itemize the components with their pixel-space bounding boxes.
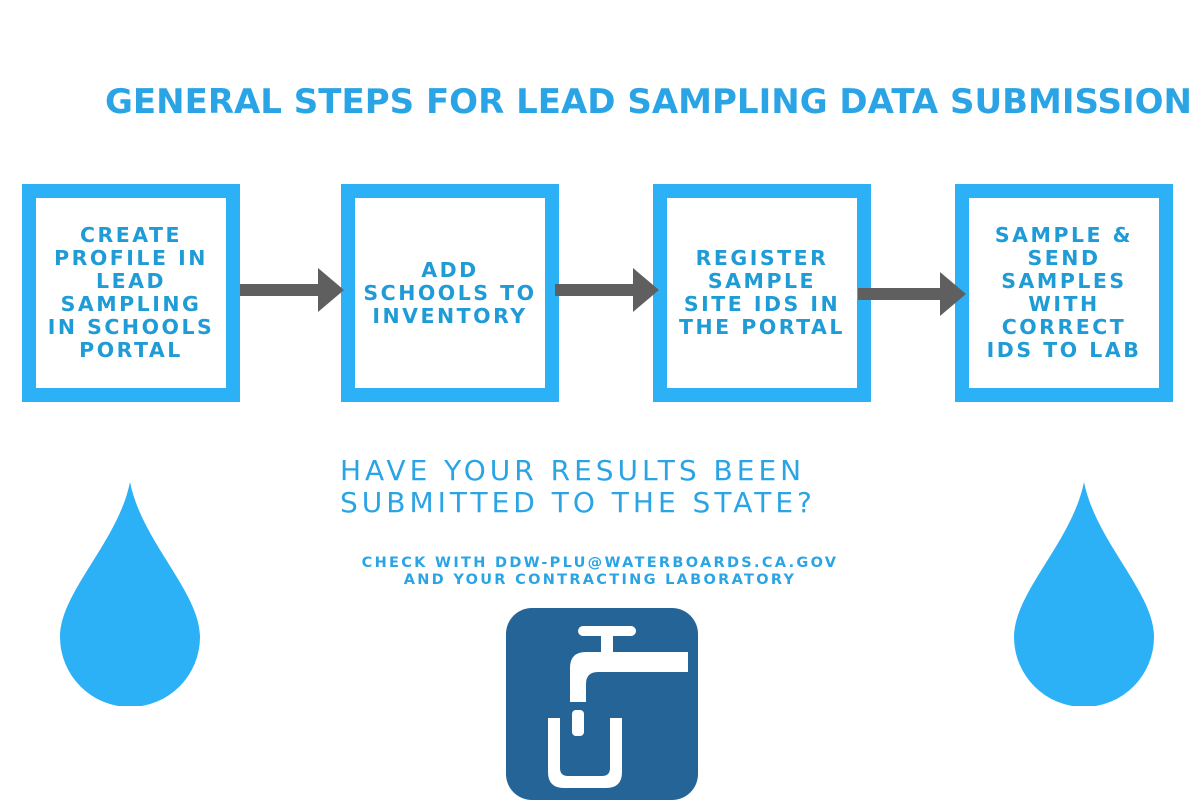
step-label: CREATE PROFILE IN LEAD SAMPLING IN SCHOO… xyxy=(47,223,215,362)
step-box-create-profile: CREATE PROFILE IN LEAD SAMPLING IN SCHOO… xyxy=(22,184,240,402)
page-title: GENERAL STEPS FOR LEAD SAMPLING DATA SUB… xyxy=(105,82,1192,122)
step-box-register-ids: REGISTER SAMPLE SITE IDS IN THE PORTAL xyxy=(653,184,871,402)
water-drop-icon xyxy=(1014,482,1154,706)
step-label: ADD SCHOOLS TO INVENTORY xyxy=(363,257,537,328)
step-label: SAMPLE & SEND SAMPLES WITH CORRECT IDS T… xyxy=(986,223,1142,362)
step-label: REGISTER SAMPLE SITE IDS IN THE PORTAL xyxy=(679,246,845,339)
step-box-sample-send: SAMPLE & SEND SAMPLES WITH CORRECT IDS T… xyxy=(955,184,1173,402)
step-box-add-schools: ADD SCHOOLS TO INVENTORY xyxy=(341,184,559,402)
results-question: HAVE YOUR RESULTS BEEN SUBMITTED TO THE … xyxy=(340,454,816,519)
contact-info: CHECK WITH DDW-PLU@WATERBOARDS.CA.GOV AN… xyxy=(361,555,839,588)
water-drop-icon xyxy=(60,482,200,706)
arrow-icon xyxy=(240,268,344,312)
arrow-icon xyxy=(555,268,659,312)
faucet-icon xyxy=(506,608,698,800)
arrow-icon xyxy=(858,272,966,316)
